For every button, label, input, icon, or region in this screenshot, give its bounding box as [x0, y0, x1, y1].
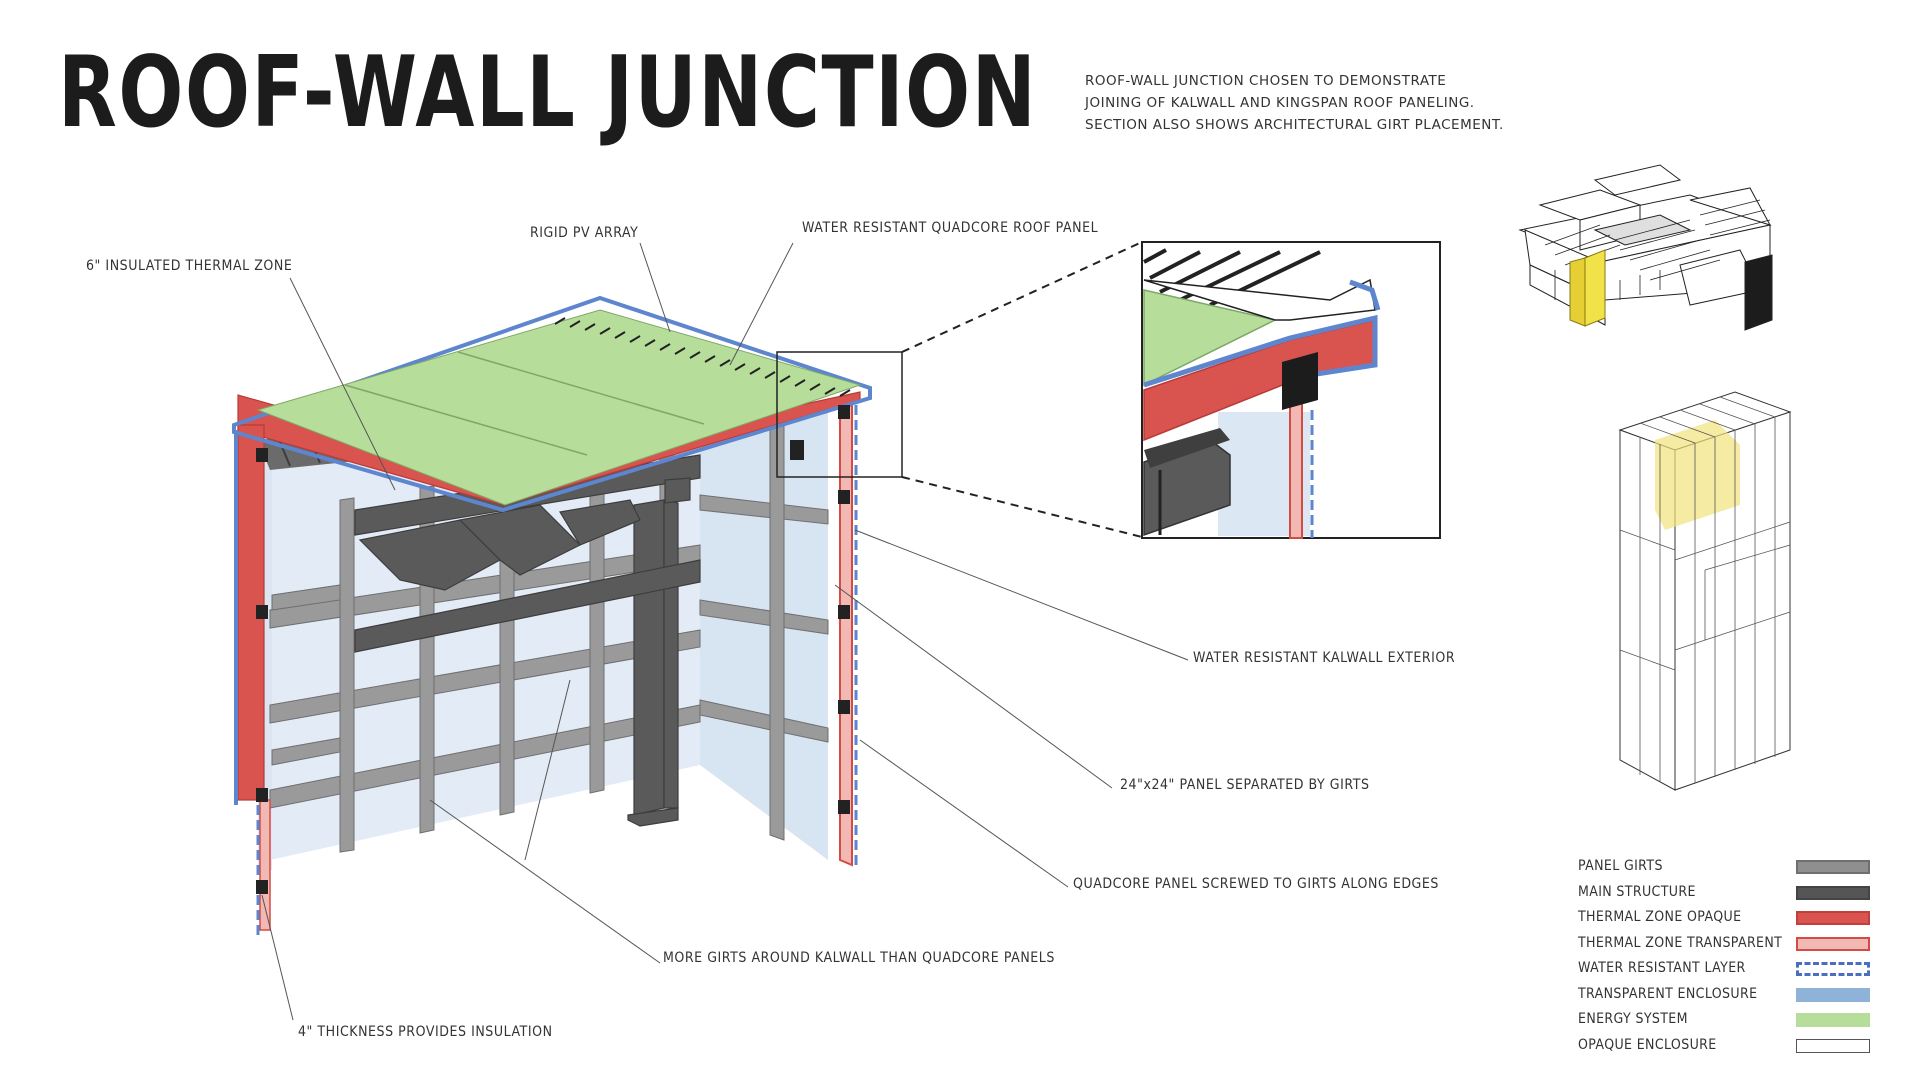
legend-swatch-energy-system: [1796, 1013, 1870, 1027]
zoom-detail: [1141, 241, 1441, 539]
callout-panel-girts: 24"x24" PANEL SEPARATED BY GIRTS: [1120, 777, 1370, 793]
callout-more-girts: MORE GIRTS AROUND KALWALL THAN QUADCORE …: [663, 950, 1055, 966]
legend-swatch-panel-girts: [1796, 860, 1870, 874]
legend-item: ENERGY SYSTEM: [1578, 1009, 1878, 1035]
legend-label: ENERGY SYSTEM: [1578, 1011, 1688, 1027]
callout-thickness: 4" THICKNESS PROVIDES INSULATION: [298, 1024, 553, 1040]
zoom-connector: [901, 241, 1143, 353]
detail-marker: [776, 351, 903, 478]
legend-label: TRANSPARENT ENCLOSURE: [1578, 985, 1758, 1002]
pv-array-strips: [554, 317, 851, 397]
thermal-transparent-right: [839, 403, 853, 867]
legend-swatch-water-resistant: [1796, 962, 1870, 976]
legend-item: THERMAL ZONE TRANSPARENT: [1578, 933, 1878, 959]
legend-swatch-main-structure: [1796, 885, 1870, 900]
legend-label: MAIN STRUCTURE: [1578, 883, 1696, 900]
callout-insulated-zone: 6" INSULATED THERMAL ZONE: [86, 258, 293, 274]
legend-item: OPAQUE ENCLOSURE: [1578, 1035, 1878, 1061]
thermal-transparent-left: [259, 799, 271, 931]
legend-item: WATER RESISTANT LAYER: [1578, 958, 1878, 984]
legend-item: MAIN STRUCTURE: [1578, 882, 1878, 908]
main-axonometric: [232, 295, 903, 935]
intro-line: JOINING OF KALWALL AND KINGSPAN ROOF PAN…: [1085, 95, 1475, 111]
legend-label: PANEL GIRTS: [1578, 858, 1663, 874]
callout-pv-array: RIGID PV ARRAY: [530, 225, 639, 241]
intro-line: SECTION ALSO SHOWS ARCHITECTURAL GIRT PL…: [1085, 117, 1504, 133]
pv-panel-seams: [344, 351, 705, 456]
leader-lines: [261, 242, 1189, 1021]
legend-swatch-thermal-opaque: [1796, 911, 1870, 925]
callout-kalwall-exterior: WATER RESISTANT KALWALL EXTERIOR: [1193, 650, 1456, 666]
legend-swatch-opaque-enclosure: [1796, 1038, 1870, 1053]
legend-item: THERMAL ZONE OPAQUE: [1578, 907, 1878, 933]
legend-swatch-thermal-transparent: [1796, 936, 1870, 951]
zoom-connector: [901, 476, 1143, 538]
callout-roof-panel: WATER RESISTANT QUADCORE ROOF PANEL: [802, 220, 1099, 236]
legend-swatch-transparent-enclosure: [1796, 987, 1870, 1002]
legend-item: TRANSPARENT ENCLOSURE: [1578, 984, 1878, 1010]
intro-line: ROOF-WALL JUNCTION CHOSEN TO DEMONSTRATE: [1085, 73, 1447, 89]
legend-label: THERMAL ZONE OPAQUE: [1578, 909, 1742, 925]
legend-label: THERMAL ZONE TRANSPARENT: [1578, 934, 1783, 951]
legend: PANEL GIRTS MAIN STRUCTURE THERMAL ZONE …: [1578, 856, 1878, 1060]
building-axonometric-thumbnail: [1518, 164, 1773, 331]
legend-label: WATER RESISTANT LAYER: [1578, 960, 1746, 976]
girt-clips: [256, 405, 850, 894]
intro-text: ROOF-WALL JUNCTION CHOSEN TO DEMONSTRATE…: [1085, 70, 1504, 136]
wall-panel-thumbnail: [1618, 391, 1792, 791]
legend-label: OPAQUE ENCLOSURE: [1578, 1036, 1717, 1053]
legend-item: PANEL GIRTS: [1578, 856, 1878, 882]
callout-quadcore-screwed: QUADCORE PANEL SCREWED TO GIRTS ALONG ED…: [1073, 876, 1439, 892]
page-title: ROOF-WALL JUNCTION: [58, 36, 1038, 150]
